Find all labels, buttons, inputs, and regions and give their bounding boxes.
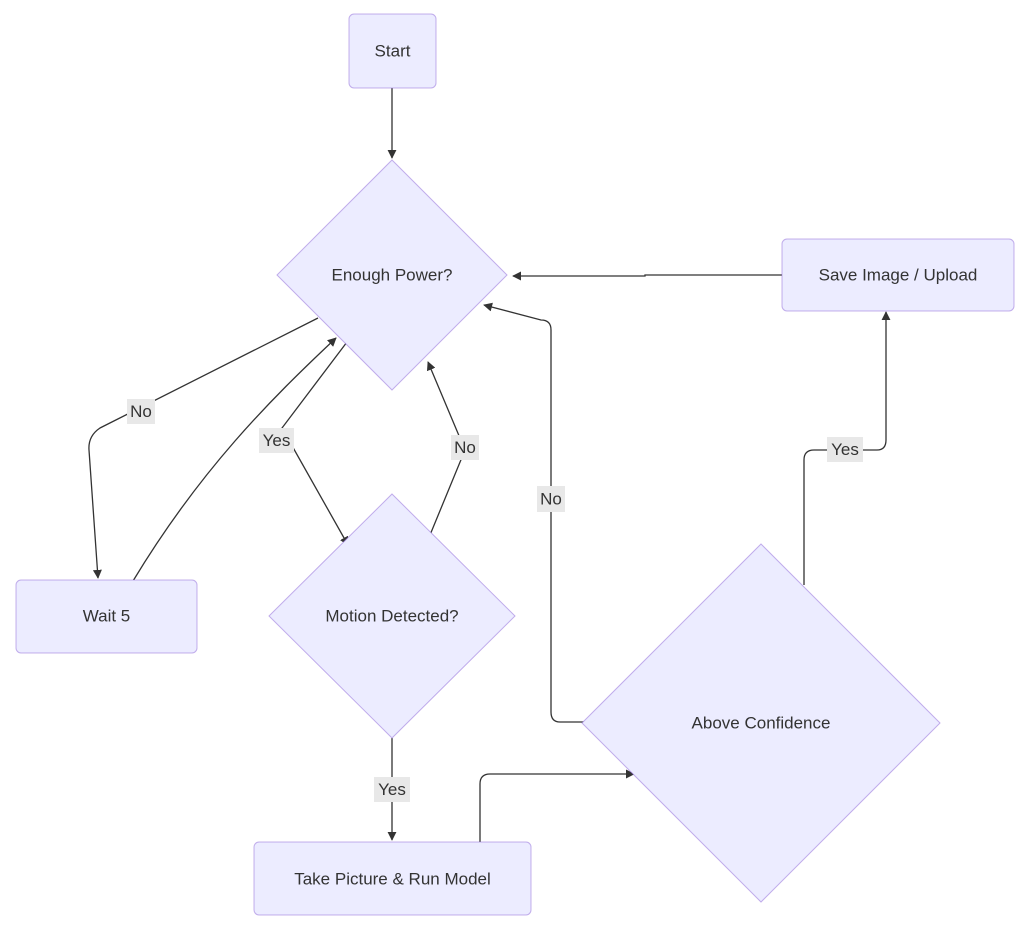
node-wait-label: Wait 5 xyxy=(83,607,131,626)
edge-label-motion-yes: Yes xyxy=(374,777,410,802)
edge-power-to-wait xyxy=(88,317,319,579)
node-take-picture[interactable]: Take Picture & Run Model xyxy=(253,841,532,916)
node-save-upload-label: Save Image / Upload xyxy=(819,266,978,285)
node-motion-detected[interactable]: Motion Detected? xyxy=(268,493,516,739)
node-above-confidence[interactable]: Above Confidence xyxy=(581,543,941,903)
edge-picture-to-confidence xyxy=(479,769,635,842)
node-save-upload[interactable]: Save Image / Upload xyxy=(781,238,1015,312)
node-motion-detected-label: Motion Detected? xyxy=(325,607,458,626)
edge-label-confidence-yes-text: Yes xyxy=(831,440,859,459)
edge-wait-to-power xyxy=(132,337,337,582)
edge-label-motion-yes-text: Yes xyxy=(378,780,406,799)
edge-label-power-yes: Yes xyxy=(259,428,294,453)
edge-label-motion-no: No xyxy=(451,435,479,460)
edge-label-confidence-no-text: No xyxy=(540,490,562,509)
edge-label-confidence-yes: Yes xyxy=(827,437,863,462)
edge-label-power-no: No xyxy=(127,399,155,424)
edge-save-to-power xyxy=(512,271,782,281)
edge-label-power-no-text: No xyxy=(130,402,152,421)
node-wait[interactable]: Wait 5 xyxy=(15,579,198,654)
node-start[interactable]: Start xyxy=(348,13,437,89)
node-take-picture-label: Take Picture & Run Model xyxy=(294,870,491,889)
node-enough-power[interactable]: Enough Power? xyxy=(276,159,508,391)
edge-label-confidence-no: No xyxy=(537,486,565,512)
edge-label-power-yes-text: Yes xyxy=(263,431,291,450)
edge-confidence-to-power xyxy=(483,302,585,723)
node-start-label: Start xyxy=(375,42,411,61)
node-above-confidence-label: Above Confidence xyxy=(692,714,831,733)
edge-label-motion-no-text: No xyxy=(454,438,476,457)
node-enough-power-label: Enough Power? xyxy=(332,266,453,285)
